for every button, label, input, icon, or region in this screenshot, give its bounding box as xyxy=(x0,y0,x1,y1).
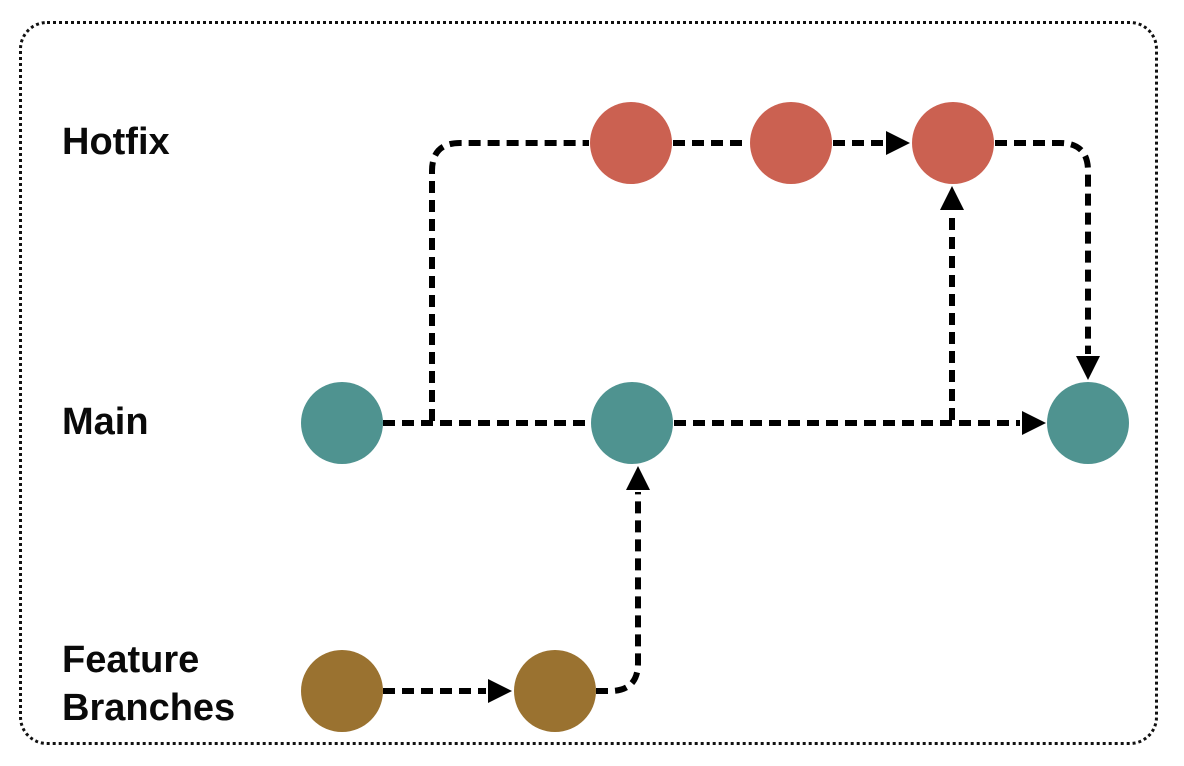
edge-branchoff-main-to-hotfix1 xyxy=(429,140,589,421)
commit-nodes-layer xyxy=(301,102,1129,732)
commit-node-feature-branches-1 xyxy=(301,650,383,732)
commit-node-main-3 xyxy=(1047,382,1129,464)
edge-main2-to-main3-arrowhead-icon xyxy=(1022,411,1046,435)
commit-node-hotfix-2 xyxy=(750,102,832,184)
commit-node-main-2 xyxy=(591,382,673,464)
edge-hotfix3-to-main3-arrowhead-icon xyxy=(1076,356,1100,380)
edge-feature2-to-main2-arrowhead-icon xyxy=(626,466,650,490)
lane-label-hotfix: Hotfix xyxy=(62,121,170,163)
edge-feature1-to-feature2-arrowhead-icon xyxy=(488,679,512,703)
edge-hotfix2-to-hotfix3-arrowhead-icon xyxy=(886,131,910,155)
edges-layer xyxy=(383,131,1100,703)
lane-label-main: Main xyxy=(62,401,149,443)
commit-node-main-1 xyxy=(301,382,383,464)
edge-hotfix3-to-main3 xyxy=(995,140,1091,354)
commit-node-hotfix-3 xyxy=(912,102,994,184)
edge-feature2-to-main2 xyxy=(596,492,641,694)
commit-node-feature-branches-2 xyxy=(514,650,596,732)
edge-mainline-up-to-hotfix3-arrowhead-icon xyxy=(940,186,964,210)
commit-node-hotfix-1 xyxy=(590,102,672,184)
lane-label-feature-branches: Feature Branches xyxy=(62,639,236,729)
